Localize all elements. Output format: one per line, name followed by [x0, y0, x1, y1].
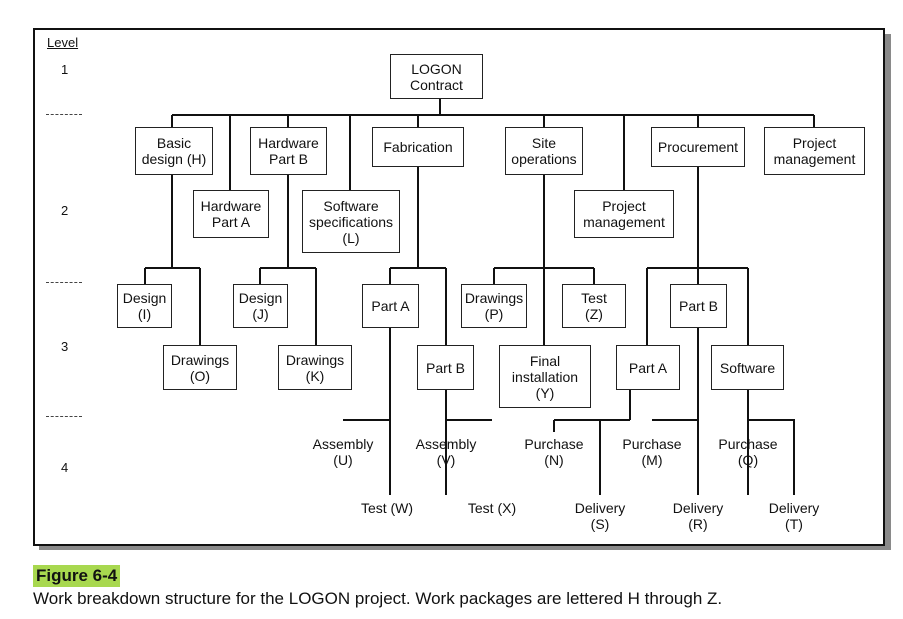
- level-header: Level: [47, 35, 79, 50]
- leaf-delivery-t: Delivery (T): [768, 500, 820, 532]
- node-design-i: Design (I): [117, 284, 172, 328]
- node-procurement: Procurement: [651, 127, 745, 167]
- node-fabrication-part-a: Part A: [362, 284, 419, 328]
- node-fabrication-part-b: Part B: [417, 345, 474, 390]
- leaf-assembly-v: Assembly (V): [415, 436, 477, 468]
- node-project-management-1: Project management: [764, 127, 865, 175]
- level-divider: [46, 114, 82, 115]
- level-3-label: 3: [61, 339, 69, 354]
- node-site-operations: Site operations: [505, 127, 583, 175]
- node-drawings-o: Drawings (O): [163, 345, 237, 390]
- leaf-purchase-q: Purchase (Q): [718, 436, 778, 468]
- leaf-purchase-m: Purchase (M): [622, 436, 682, 468]
- leaf-test-w: Test (W): [360, 500, 414, 516]
- figure-caption: Work breakdown structure for the LOGON p…: [33, 589, 723, 608]
- figure-label: Figure 6-4: [33, 565, 121, 587]
- level-2-label: 2: [61, 203, 69, 218]
- leaf-delivery-r: Delivery (R): [672, 500, 724, 532]
- node-test-z: Test (Z): [562, 284, 626, 328]
- node-procurement-part-b: Part B: [670, 284, 727, 328]
- node-software: Software: [711, 345, 784, 390]
- leaf-assembly-u: Assembly (U): [312, 436, 374, 468]
- node-procurement-part-a: Part A: [616, 345, 680, 390]
- leaf-purchase-n: Purchase (N): [524, 436, 584, 468]
- node-software-specifications: Software specifications (L): [302, 190, 400, 253]
- node-project-management-2: Project management: [574, 190, 674, 238]
- node-drawings-k: Drawings (K): [278, 345, 352, 390]
- node-design-j: Design (J): [233, 284, 288, 328]
- level-divider: [46, 416, 82, 417]
- leaf-delivery-s: Delivery (S): [574, 500, 626, 532]
- node-fabrication: Fabrication: [372, 127, 464, 167]
- node-final-installation: Final installation (Y): [499, 345, 591, 408]
- node-basic-design: Basic design (H): [135, 127, 213, 175]
- node-hardware-part-b: Hardware Part B: [250, 127, 327, 175]
- level-divider: [46, 282, 82, 283]
- node-drawings-p: Drawings (P): [461, 284, 527, 328]
- level-1-label: 1: [61, 62, 69, 77]
- node-logon-contract: LOGON Contract: [390, 54, 483, 99]
- leaf-test-x: Test (X): [467, 500, 517, 516]
- node-hardware-part-a: Hardware Part A: [193, 190, 269, 238]
- level-4-label: 4: [61, 460, 69, 475]
